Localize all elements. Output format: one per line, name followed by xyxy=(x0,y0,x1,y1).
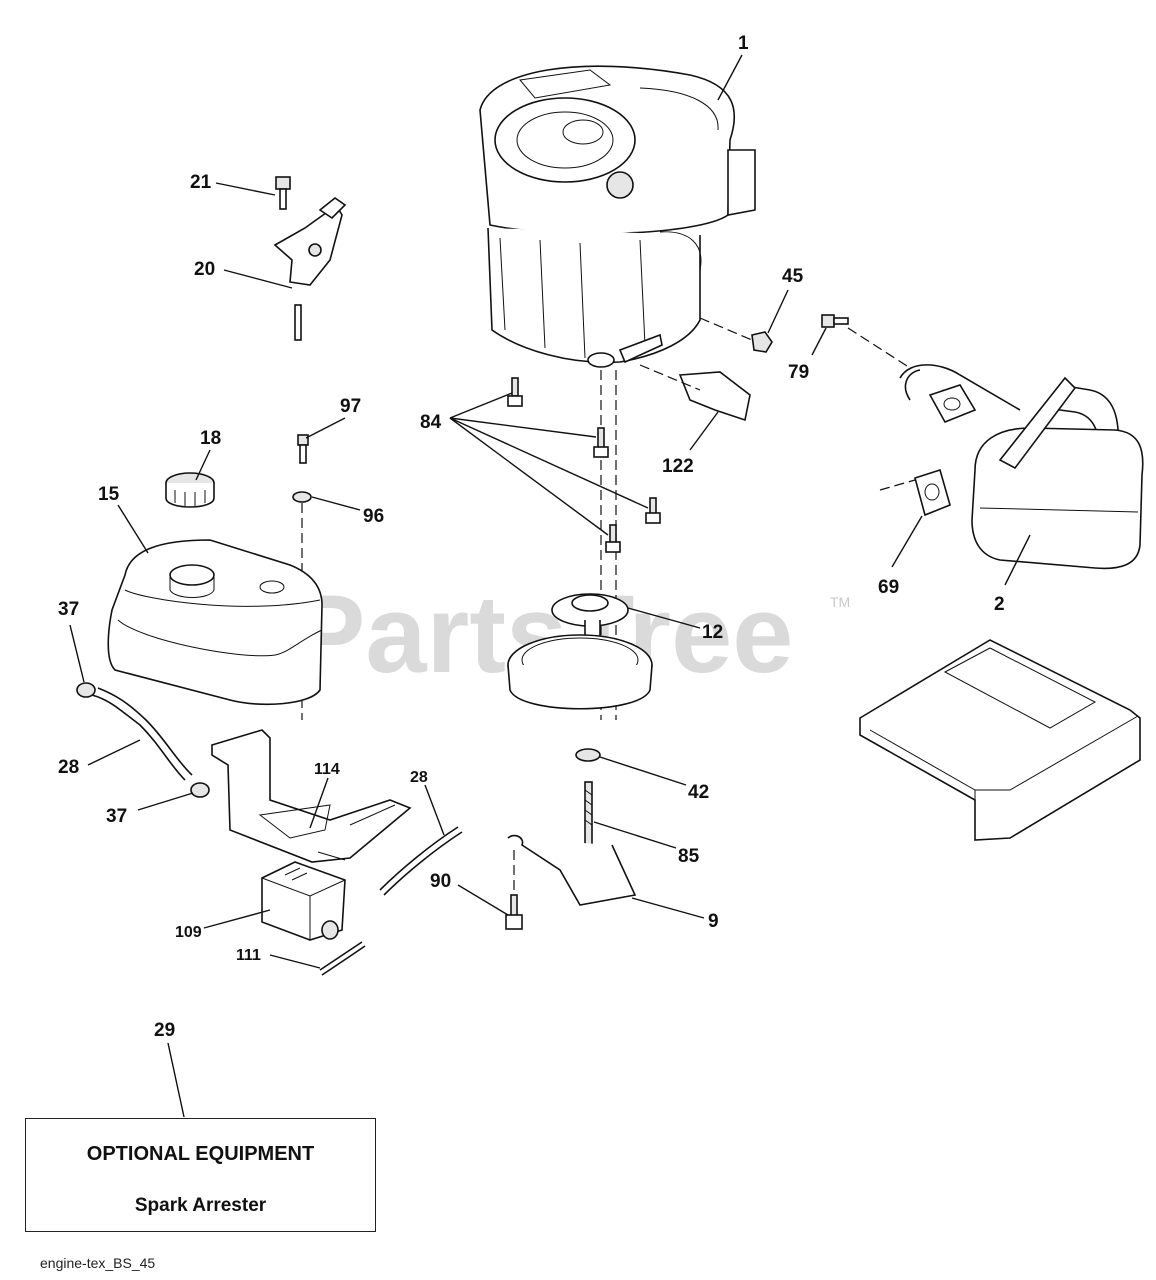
callout-2: 2 xyxy=(994,594,1005,615)
nut-dashline xyxy=(699,317,753,341)
optional-equipment-title: OPTIONAL EQUIPMENT xyxy=(86,1143,315,1165)
callout-85: 85 xyxy=(678,846,700,867)
gasket-part[interactable] xyxy=(914,468,951,517)
fuel-line-part[interactable] xyxy=(379,826,463,896)
optional-equipment-box: OPTIONAL EQUIPMENT Spark Arrester xyxy=(25,1118,376,1232)
callout-69: 69 xyxy=(878,577,899,598)
hose-clamp-upper[interactable] xyxy=(76,682,96,698)
rod-bolt-part[interactable] xyxy=(505,894,523,930)
diagram-code: engine-tex_BS_45 xyxy=(40,1255,156,1271)
heat-shield-dashline xyxy=(639,364,701,391)
callout-29: 29 xyxy=(154,1020,175,1041)
callout-45: 45 xyxy=(782,266,804,287)
tank-bolt-part[interactable] xyxy=(297,434,309,464)
engine-part[interactable] xyxy=(479,65,756,368)
callout-37-upper: 37 xyxy=(58,599,79,620)
leader-lines xyxy=(69,54,1031,1118)
callout-1: 1 xyxy=(738,33,749,54)
callout-37-lower: 37 xyxy=(106,806,127,827)
callout-111: 111 xyxy=(236,947,261,964)
callout-28-right: 28 xyxy=(410,769,428,786)
engine-bolt-set[interactable] xyxy=(507,377,661,553)
heat-shield-part[interactable] xyxy=(678,371,751,422)
callout-28-left: 28 xyxy=(58,757,79,778)
callout-90: 90 xyxy=(430,871,451,892)
callout-122: 122 xyxy=(662,456,694,477)
fuel-hose-part[interactable] xyxy=(91,687,193,781)
tank-washer-part[interactable] xyxy=(292,491,312,503)
gasket-dashline xyxy=(879,479,916,491)
callout-12: 12 xyxy=(702,622,723,643)
engine-rod-part[interactable] xyxy=(507,834,637,906)
callout-109: 109 xyxy=(175,924,202,941)
washer-part[interactable] xyxy=(575,748,601,762)
throttle-control-part[interactable] xyxy=(273,176,347,341)
fuel-filter-part[interactable] xyxy=(261,861,346,941)
callout-9: 9 xyxy=(708,911,719,932)
callout-97: 97 xyxy=(340,396,361,417)
callout-96: 96 xyxy=(363,506,384,527)
spark-arrester-label: Spark Arrester xyxy=(134,1195,267,1216)
callout-20: 20 xyxy=(194,259,215,280)
callout-114: 114 xyxy=(314,761,340,778)
callout-18: 18 xyxy=(200,428,221,449)
fuel-tank-part[interactable] xyxy=(107,539,323,706)
fuel-filter-bracket-part[interactable] xyxy=(211,729,412,863)
muffler-part[interactable] xyxy=(899,364,1144,570)
callout-42: 42 xyxy=(688,782,709,803)
trademark-symbol: TM xyxy=(830,594,850,610)
callout-21: 21 xyxy=(190,172,212,193)
muffler-bolt-part[interactable] xyxy=(821,314,849,328)
nut-part[interactable] xyxy=(751,331,773,353)
engine-mount-plate[interactable] xyxy=(859,639,1141,841)
short-hose-part[interactable] xyxy=(319,941,366,976)
fuel-cap-part[interactable] xyxy=(165,472,215,508)
callout-15: 15 xyxy=(98,484,120,505)
callout-labels: 1 21 20 45 79 97 84 18 122 15 96 69 2 37… xyxy=(58,33,1005,1041)
engine-pulley-part[interactable] xyxy=(507,593,653,710)
hose-clamp-lower[interactable] xyxy=(190,782,210,798)
callout-79: 79 xyxy=(788,362,809,383)
callout-84: 84 xyxy=(420,412,442,433)
